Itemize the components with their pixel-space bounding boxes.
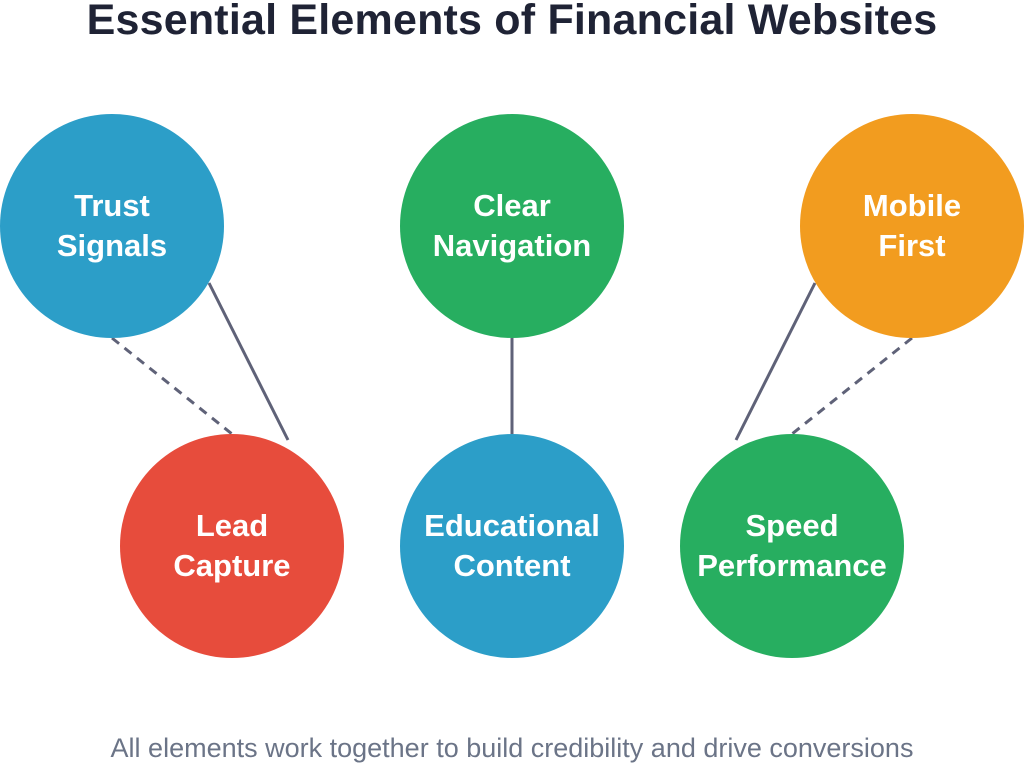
node-label-line1: Educational [424,508,600,543]
node-label-line1: Clear [473,188,551,223]
node-clear-navigation: Clear Navigation [400,114,624,338]
page-title: Essential Elements of Financial Websites [86,0,938,44]
node-label-line1: Lead [195,508,269,543]
connector-trust-to-lead-solid [207,282,290,441]
connector-trust-to-lead-dashed [111,336,233,436]
node-lead-capture: Lead Capture [120,434,344,658]
node-speed-performance: Speed Performance [680,434,904,658]
node-label-line2: Capture [173,548,291,583]
node-label-line2: Navigation [432,228,592,263]
node-label-line1: Speed [745,508,839,543]
node-label-line2: Signals [56,228,168,263]
footer-caption: All elements work together to build cred… [110,733,914,763]
connector-mobile-to-speed-solid [734,282,817,441]
node-label-line1: Trust [74,188,150,223]
node-mobile-first: Mobile First [800,114,1024,338]
node-label-line2: Performance [697,548,887,583]
connector-mobile-to-speed-dashed [791,336,913,436]
node-label-line2: First [878,228,946,263]
node-trust-signals: Trust Signals [0,114,224,338]
node-label-line2: Content [453,548,571,583]
node-educational-content: Educational Content [400,434,624,658]
node-label-line1: Mobile [862,188,962,223]
